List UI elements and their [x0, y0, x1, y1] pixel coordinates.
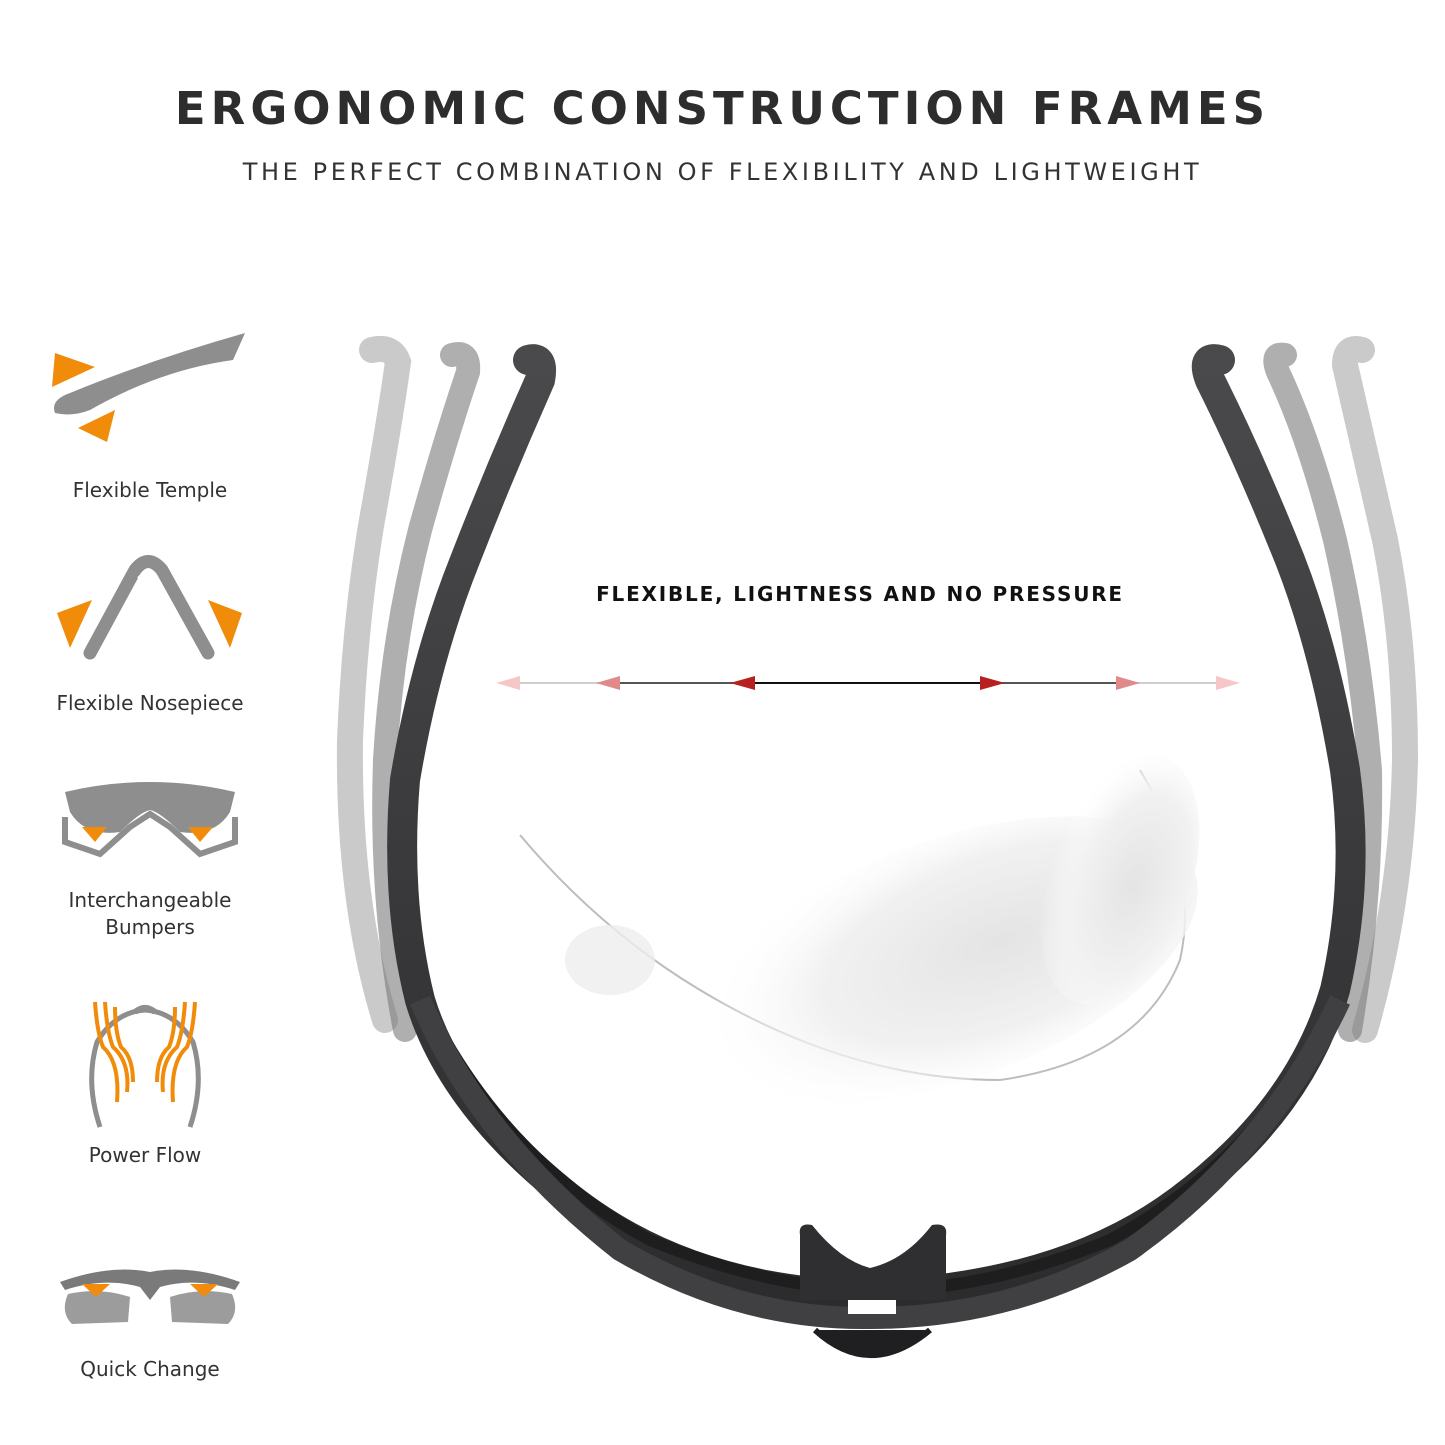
feature-power-flow: Power Flow: [25, 992, 265, 1169]
feature-label: Power Flow: [88, 1143, 202, 1167]
feature-label: Flexible Temple: [72, 478, 228, 502]
flex-arrows: [496, 676, 1240, 690]
feature-label: Flexible Nosepiece: [56, 691, 244, 715]
feature-label: Quick Change: [80, 1357, 220, 1381]
feature-interchangeable-bumpers: Interchangeable Bumpers: [30, 772, 270, 941]
quick-change-icon: [60, 1269, 240, 1324]
interchangeable-bumpers-icon: [62, 782, 238, 858]
flexible-temple-icon: [52, 333, 245, 442]
main-frame: [387, 344, 1366, 1311]
page-title: ERGONOMIC CONSTRUCTION FRAMES: [174, 82, 1271, 135]
feature-flexible-temple: Flexible Temple: [30, 325, 270, 504]
feature-flexible-nosepiece: Flexible Nosepiece: [30, 548, 270, 717]
nosepiece: [799, 1224, 947, 1300]
temple-ghost-right-2: [1263, 342, 1383, 1042]
temple-ghost-left: [336, 335, 412, 1033]
hero-tagline: FLEXIBLE, LIGHTNESS AND NO PRESSURE: [596, 582, 1124, 606]
temple-ghost-left-2: [372, 342, 481, 1042]
feature-quick-change: Quick Change: [30, 1262, 270, 1383]
feather-illustration: [519, 755, 1200, 1104]
flexible-nosepiece-icon: [57, 555, 242, 660]
temple-ghost-right: [1331, 336, 1419, 1043]
page-subtitle: THE PERFECT COMBINATION OF FLEXIBILITY A…: [242, 158, 1203, 186]
feature-label: Interchangeable Bumpers: [68, 888, 232, 939]
power-flow-icon: [89, 1001, 201, 1128]
